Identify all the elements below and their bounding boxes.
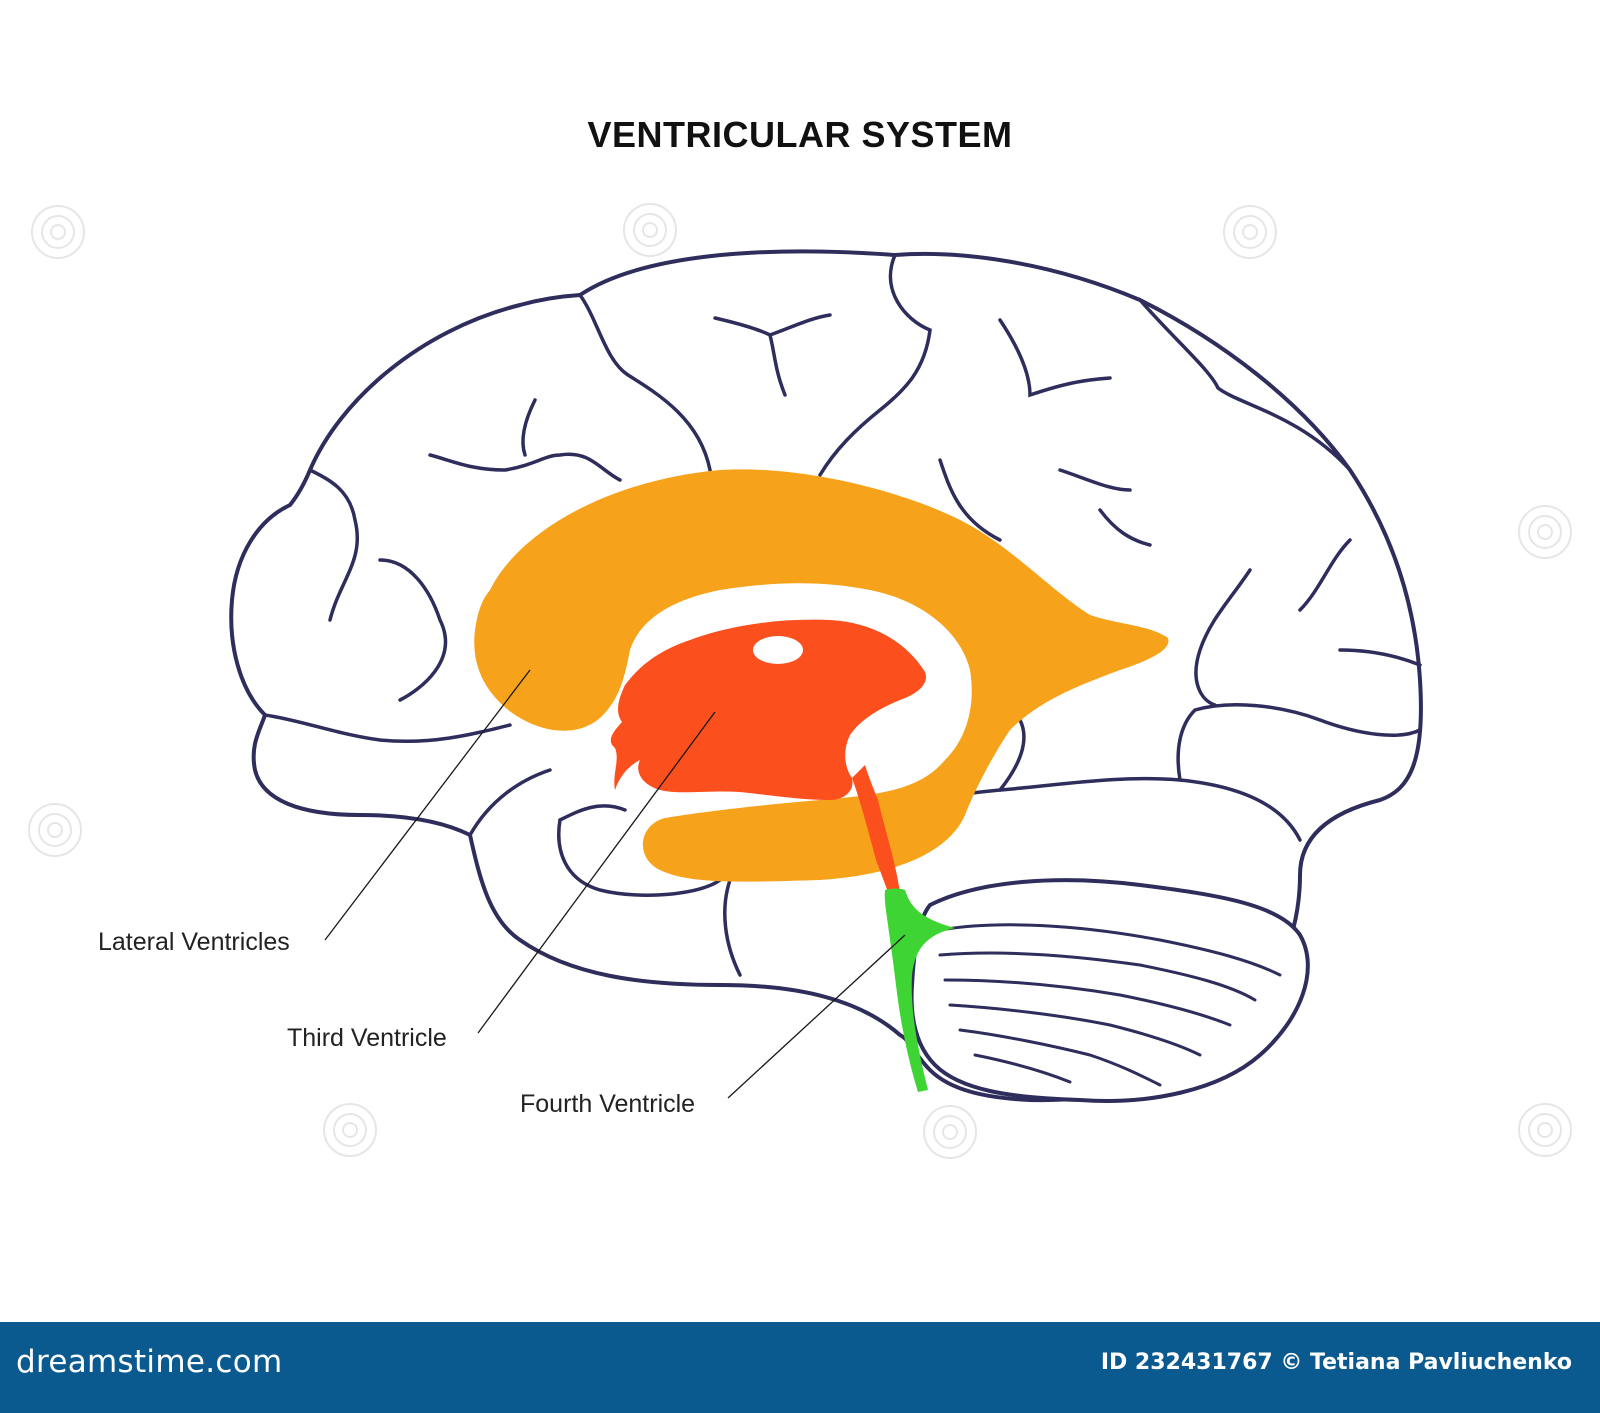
swirl-logo-icon <box>923 1105 977 1159</box>
cerebral-aqueduct <box>852 765 900 892</box>
leader-line-third <box>477 711 716 1034</box>
fourth-ventricle-shape <box>884 888 955 1092</box>
swirl-logo-icon <box>1518 1103 1572 1157</box>
diagram-title: VENTRICULAR SYSTEM <box>587 114 1013 155</box>
label-third-ventricle: Third Ventricle <box>287 1024 447 1052</box>
third-ventricle-shape <box>610 619 926 800</box>
swirl-logo-icon <box>28 803 82 857</box>
interthalamic-adhesion <box>753 636 803 664</box>
leader-line-fourth <box>727 934 906 1099</box>
swirl-logo-icon <box>1223 205 1277 259</box>
swirl-logo-icon <box>1518 505 1572 559</box>
lateral-ventricles-shape <box>474 469 1169 882</box>
leader-line-lateral <box>324 669 531 941</box>
swirl-logo-icon <box>31 205 85 259</box>
label-fourth-ventricle: Fourth Ventricle <box>520 1090 696 1118</box>
swirl-logo-icon <box>323 1103 377 1157</box>
cerebellum-outline <box>909 878 1310 1103</box>
swirl-logo-icon <box>623 203 677 257</box>
cerebellum-folia <box>938 923 1282 1087</box>
leader-lines <box>324 669 906 1099</box>
label-lateral-ventricles: Lateral Ventricles <box>98 928 290 956</box>
watermark-credit: ID 232431767 © Tetiana Pavliuchenko <box>1100 1350 1572 1375</box>
watermark-footer-bar: dreamstime.com ID 232431767 © Tetiana Pa… <box>0 1322 1600 1413</box>
watermark-brand: dreamstime.com <box>16 1344 283 1380</box>
